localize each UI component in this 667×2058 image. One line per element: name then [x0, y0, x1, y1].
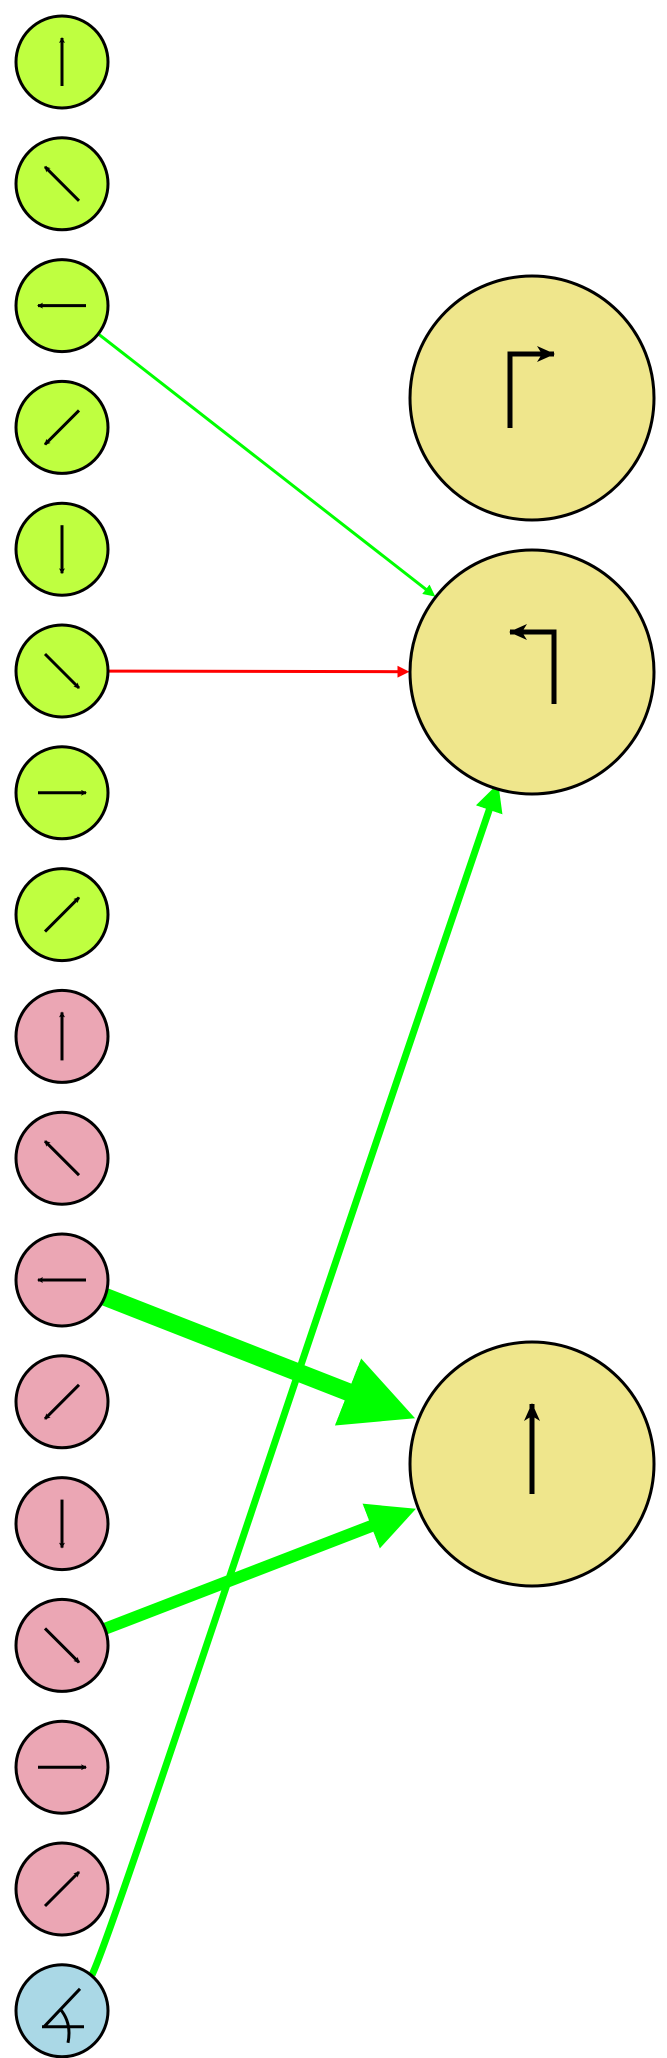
arrow-up-right-icon: [43, 1870, 81, 1908]
node-p-up-left: [14, 1110, 110, 1206]
turn-left-icon: [509, 624, 557, 704]
node-t-straight: [408, 1340, 656, 1588]
edges-layer: [88, 332, 503, 1977]
node-p-down: [14, 1476, 110, 1572]
node-p-up-right: [14, 1841, 110, 1937]
edge-g-left-to-t-turn-left: [97, 332, 436, 597]
arrow-down-left-icon: [43, 409, 81, 446]
node-circle: [408, 548, 656, 796]
node-p-up: [14, 988, 110, 1084]
node-g-down-left: [14, 379, 110, 475]
arrow-down-left-icon: [43, 1383, 81, 1420]
node-g-right: [14, 745, 110, 841]
node-g-down-right: [14, 623, 110, 719]
arrow-down-right-icon: [43, 652, 81, 690]
node-g-up-left: [14, 136, 110, 232]
node-g-down: [14, 501, 110, 597]
edge-b-angle-to-t-turn-left: [88, 783, 503, 1977]
edge-p-left-to-t-straight: [101, 1288, 416, 1426]
node-p-down-right: [14, 1597, 110, 1693]
angle-icon: [42, 1987, 84, 2044]
edge-p-down-right-to-t-straight: [102, 1503, 416, 1635]
node-t-turn-right: [408, 274, 656, 522]
node-b-angle: [14, 1963, 110, 2058]
node-p-left: [14, 1232, 110, 1328]
node-g-left: [14, 258, 110, 354]
node-t-turn-left: [408, 548, 656, 796]
node-p-right: [14, 1719, 110, 1815]
arrow-up-left-icon: [43, 165, 81, 202]
node-g-up: [14, 14, 110, 110]
arrow-up-right-icon: [43, 896, 81, 933]
node-g-up-right: [14, 867, 110, 963]
arrow-down-right-icon: [43, 1627, 81, 1664]
node-circle: [408, 274, 656, 522]
turn-right-icon: [507, 346, 555, 428]
arrow-up-left-icon: [43, 1140, 81, 1177]
node-p-down-left: [14, 1354, 110, 1450]
edge-g-down-right-to-t-turn-left: [107, 665, 410, 678]
nodes-layer: [14, 14, 656, 2058]
